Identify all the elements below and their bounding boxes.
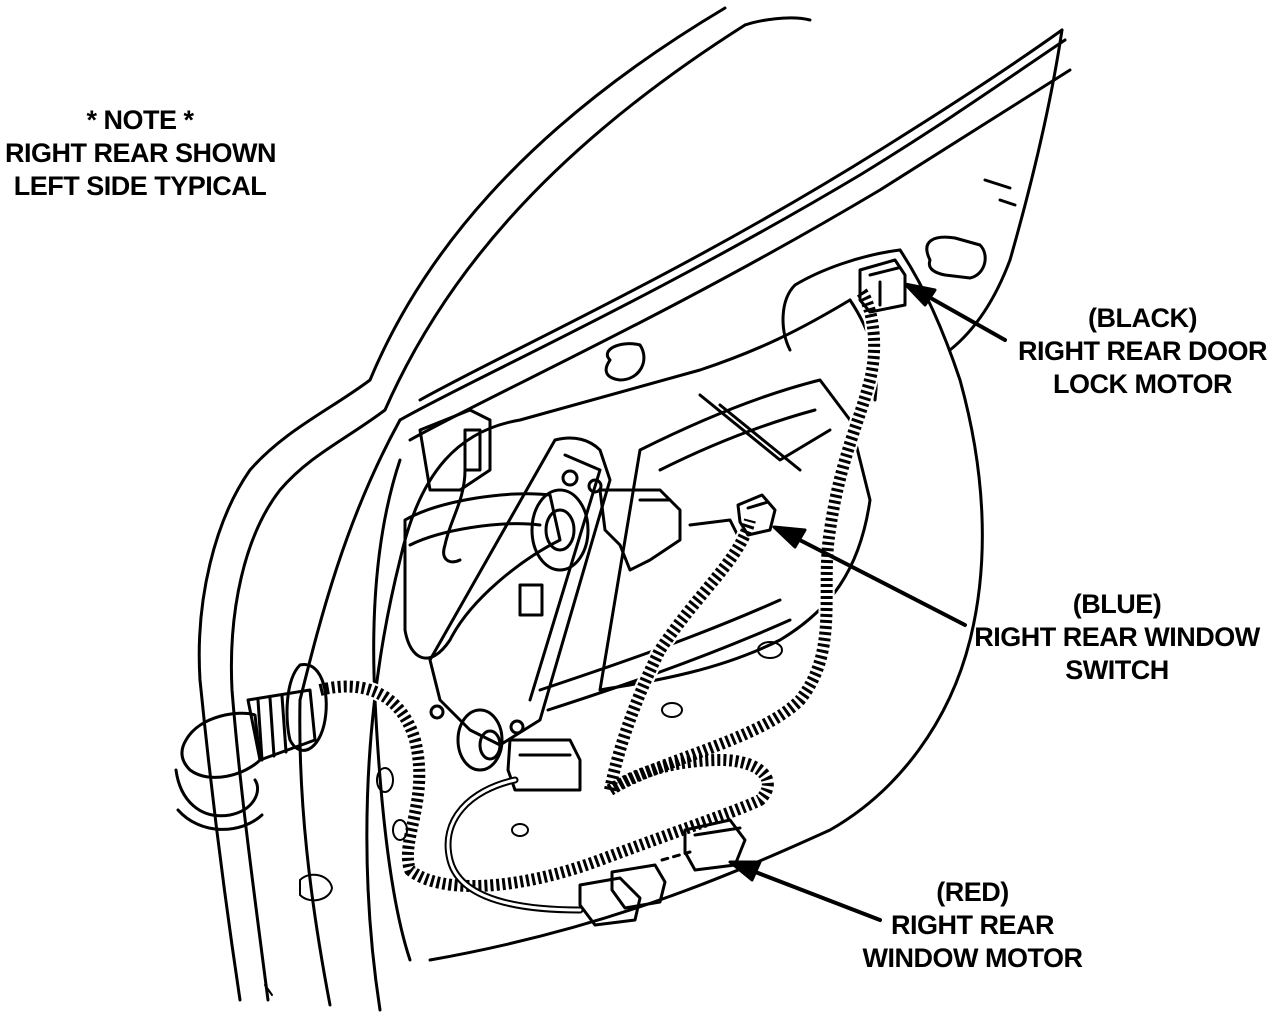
lock-motor-line-3: LOCK MOTOR — [1053, 369, 1233, 399]
window-switch-line-3: SWITCH — [1065, 655, 1169, 685]
lock-motor-color: (BLACK) — [1088, 303, 1197, 333]
window-switch-color: (BLUE) — [1072, 589, 1162, 619]
note-line-3: LEFT SIDE TYPICAL — [13, 171, 267, 201]
callout-window-motor: (RED) RIGHT REAR WINDOW MOTOR — [855, 876, 1090, 975]
harness-outline — [312, 282, 883, 894]
window-regulator — [428, 436, 612, 772]
door-outer-shell — [197, 6, 812, 1007]
motor-lead-wire — [444, 776, 584, 914]
arrowhead-window-switch — [772, 525, 807, 549]
latch-bracket — [418, 408, 742, 572]
window-motor-color: (RED) — [936, 877, 1009, 907]
arrow-lock-motor — [918, 290, 1007, 342]
window-motor-line-2: RIGHT REAR — [891, 910, 1055, 940]
lock-motor-connector — [858, 258, 907, 314]
callout-window-switch: (BLUE) RIGHT REAR WINDOW SWITCH — [972, 588, 1262, 687]
callout-lock-motor: (BLACK) RIGHT REAR DOOR LOCK MOTOR — [1015, 302, 1270, 401]
arrowhead-lock-motor — [903, 282, 937, 307]
harness-loom — [318, 286, 880, 892]
window-motor-body — [506, 738, 582, 792]
access-openings — [403, 235, 987, 712]
panel-holes — [264, 641, 783, 996]
harness-grommet — [174, 663, 328, 831]
window-switch-line-2: RIGHT REAR WINDOW — [974, 622, 1260, 652]
note-line-2: RIGHT REAR SHOWN — [5, 138, 277, 168]
belt-molding — [398, 28, 1072, 442]
lock-motor-line-2: RIGHT REAR DOOR — [1018, 336, 1268, 366]
arrow-heads — [728, 282, 937, 882]
window-switch-connector — [736, 493, 777, 537]
arrow-window-switch — [788, 533, 967, 627]
window-motor-connectors — [578, 818, 747, 927]
arrow-window-motor — [743, 866, 882, 922]
note-line-1: * NOTE * — [86, 105, 194, 135]
harness-texture — [318, 285, 881, 892]
leader-arrows — [743, 290, 1007, 922]
note-label: * NOTE * RIGHT REAR SHOWN LEFT SIDE TYPI… — [5, 104, 277, 203]
window-motor-line-3: WINDOW MOTOR — [862, 943, 1083, 973]
arrowhead-window-motor — [728, 860, 762, 882]
